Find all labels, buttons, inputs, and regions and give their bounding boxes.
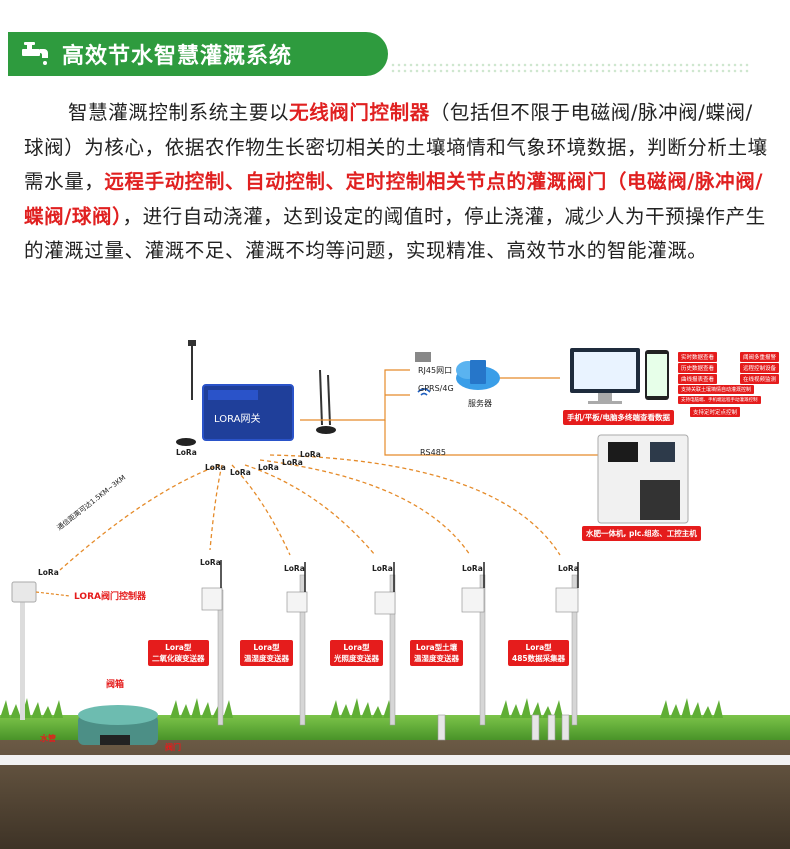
sensor-label-soil-line1: Lora型土壤 — [415, 643, 458, 652]
valve-controller-box — [11, 581, 37, 603]
para-seg-5: ，进行自动浇灌，达到设定的阈值时，停止浇灌，减少人为干预操作产生的灌溉过量、灌溉… — [24, 204, 766, 263]
sensor-label-soil: Lora型土壤 温湿度变送器 — [410, 640, 463, 666]
sensor-label-light-line1: Lora型 — [343, 643, 370, 652]
sensor-label-th-line2: 温湿度变送器 — [244, 654, 289, 663]
system-diagram: LORA网关 — [0, 330, 790, 849]
sensor-label-485: Lora型 485数据采集器 — [508, 640, 570, 666]
sensor-label-temp-humidity: Lora型 温湿度变送器 — [240, 640, 293, 666]
control-cabinet-caption: 水肥一体机, plc.组态、工控主机 — [582, 526, 701, 541]
sensor-label-th-line1: Lora型 — [253, 643, 280, 652]
lora-tag-gw-4: LoRa — [258, 463, 279, 472]
sensor-antennas — [220, 560, 579, 592]
control-cabinet — [597, 434, 689, 524]
feature-8: 支持定时定点控制 — [690, 407, 741, 417]
valve-label: 阀门 — [165, 743, 181, 752]
rj45-port-icon — [415, 352, 431, 362]
lora-tag-s1: LoRa — [200, 558, 221, 567]
sensor-label-light-line2: 光照度变送器 — [334, 654, 379, 663]
header-bar — [8, 32, 388, 76]
lora-tag-s3: LoRa — [372, 564, 393, 573]
sensor-label-co2: Lora型 二氧化碳变送器 — [148, 640, 209, 666]
water-pipe-label: 水管 — [40, 734, 56, 743]
para-seg-1: 智慧灌溉控制系统主要以 — [68, 101, 290, 124]
feature-6: 支持关联土壤墒情自动灌溉控制 — [678, 385, 755, 394]
lora-tag-valve: LoRa — [38, 568, 59, 577]
para-seg-3: （包括但不限于电磁阀/脉冲阀/蝶阀/球阀）为核心，依据农作物生长密切相关的土壤墒… — [24, 101, 768, 194]
grass-blades — [0, 698, 723, 718]
lora-tag-gw-3: LoRa — [230, 468, 251, 477]
description-paragraph: 智慧灌溉控制系统主要以无线阀门控制器（包括但不限于电磁阀/脉冲阀/蝶阀/球阀）为… — [24, 96, 769, 269]
sensor-label-485-line1: Lora型 — [525, 643, 552, 652]
lora-tag-gw-6: LoRa — [300, 450, 321, 459]
header-dots — [390, 62, 750, 74]
valve-box-label: 阀箱 — [106, 680, 125, 690]
terminal-devices — [570, 348, 669, 404]
faucet-icon — [22, 42, 48, 65]
page-title: 高效节水智慧灌溉系统 — [62, 44, 293, 69]
soil-probes — [437, 714, 570, 741]
feature-5: 在线视频监测 — [740, 374, 780, 384]
sensor-label-soil-line2: 温湿度变送器 — [414, 654, 459, 663]
sensor-label-light: Lora型 光照度变送器 — [330, 640, 383, 666]
lora-tag-gw-5: LoRa — [282, 458, 303, 467]
sensor-poles — [217, 574, 578, 726]
sensor-label-co2-line1: Lora型 — [165, 643, 192, 652]
feature-0: 实时数据查看 — [678, 352, 718, 362]
sensor-label-co2-line2: 二氧化碳变送器 — [152, 654, 205, 663]
sensor-boxes — [201, 587, 579, 615]
feature-7: 支持电脑端、手机端远程手动灌溉控制 — [678, 396, 761, 404]
lora-tag-s5: LoRa — [558, 564, 579, 573]
valve-controller-pole — [20, 595, 25, 720]
para-seg-4: 远程手动控制、自动控制、定时控制相关节点的灌溉阀门（电磁阀/脉冲阀/蝶阀/球阀） — [24, 170, 764, 228]
rj45-label: RJ45网口 — [418, 366, 453, 375]
valve-box — [78, 705, 158, 745]
para-seg-2: 无线阀门控制器 — [289, 101, 430, 124]
feature-4: 曲线报表查看 — [678, 374, 718, 384]
sensor-label-485-line2: 485数据采集器 — [512, 654, 566, 663]
lora-tag-s2: LoRa — [284, 564, 305, 573]
wireless-links — [59, 454, 561, 571]
feature-2: 历史数据查看 — [678, 363, 718, 373]
diagram-graphics: LORA网关 — [0, 340, 790, 849]
lora-tag-gw-2: LoRa — [205, 463, 226, 472]
valve-controller-label: LORA阀门控制器 — [74, 592, 146, 602]
svg-text:LORA网关: LORA网关 — [214, 412, 260, 425]
water-pipe — [0, 755, 790, 765]
server-cloud — [415, 352, 500, 396]
feature-3: 远程控制设备 — [740, 363, 780, 373]
network-links — [300, 369, 600, 456]
feature-1: 阈阀多重报警 — [740, 352, 780, 362]
wifi-icon — [417, 388, 431, 396]
lora-tag-gw-1: LoRa — [176, 448, 197, 457]
terminals-caption: 手机/平板/电脑多终端查看数据 — [563, 410, 674, 425]
lora-gateway: LORA网关 — [176, 340, 336, 446]
gprs-label: GPRS/4G — [418, 384, 454, 393]
rs485-label: RS485 — [420, 448, 446, 457]
server-label: 服务器 — [468, 399, 492, 408]
lora-tag-s4: LoRa — [462, 564, 483, 573]
section-header: 高效节水智慧灌溉系统 — [0, 32, 790, 76]
